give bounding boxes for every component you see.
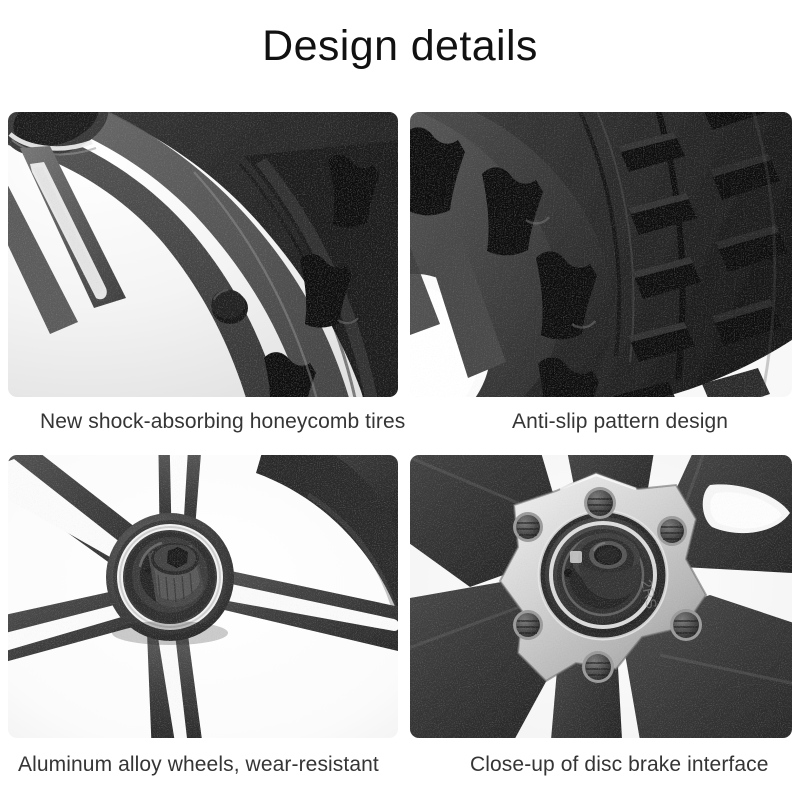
- caption-honeycomb-tire: New shock-absorbing honeycomb tires: [40, 410, 406, 433]
- caption-disc-brake-interface: Close-up of disc brake interface: [470, 753, 769, 776]
- panel-anti-slip-tread[interactable]: [410, 112, 792, 397]
- anti-slip-tread-photo: [410, 112, 792, 397]
- alloy-wheel-photo: [8, 455, 398, 738]
- disc-brake-interface-photo: 2RS: [410, 455, 792, 738]
- caption-alloy-wheel-hub: Aluminum alloy wheels, wear-resistant: [18, 753, 379, 776]
- bearing-marking: 2RS: [637, 578, 660, 610]
- rotor-bolt-holes: [513, 487, 702, 683]
- panel-honeycomb-tire[interactable]: [8, 112, 398, 397]
- panel-alloy-wheel-hub[interactable]: [8, 455, 398, 738]
- page-title: Design details: [262, 22, 538, 70]
- panel-disc-brake-interface[interactable]: 2RS: [410, 455, 792, 738]
- honeycomb-tire-photo: [8, 112, 398, 397]
- caption-anti-slip-tread: Anti-slip pattern design: [512, 410, 729, 433]
